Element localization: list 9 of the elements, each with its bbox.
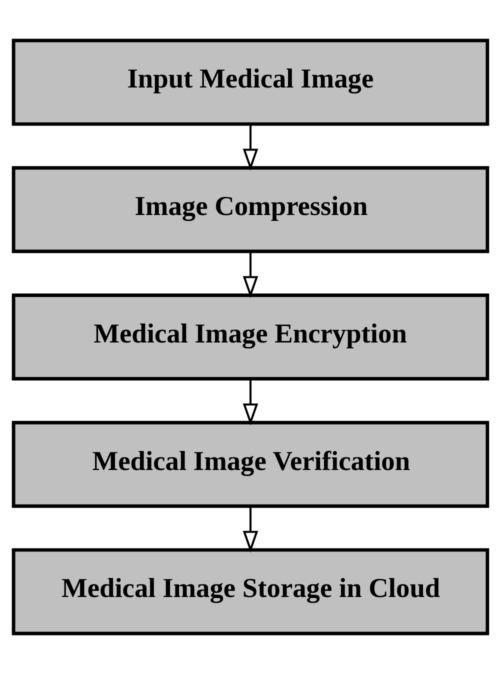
arrow: [242, 378, 258, 425]
node-box: Medical Image Encryption: [12, 293, 490, 380]
arrow: [242, 124, 258, 170]
arrow: [242, 250, 258, 298]
node-box: Input Medical Image: [12, 38, 490, 126]
arrow: [242, 506, 258, 552]
node-box: Medical Image Verification: [12, 420, 490, 508]
node-box: Image Compression: [12, 166, 490, 253]
node-box: Medical Image Storage in Cloud: [12, 548, 490, 635]
